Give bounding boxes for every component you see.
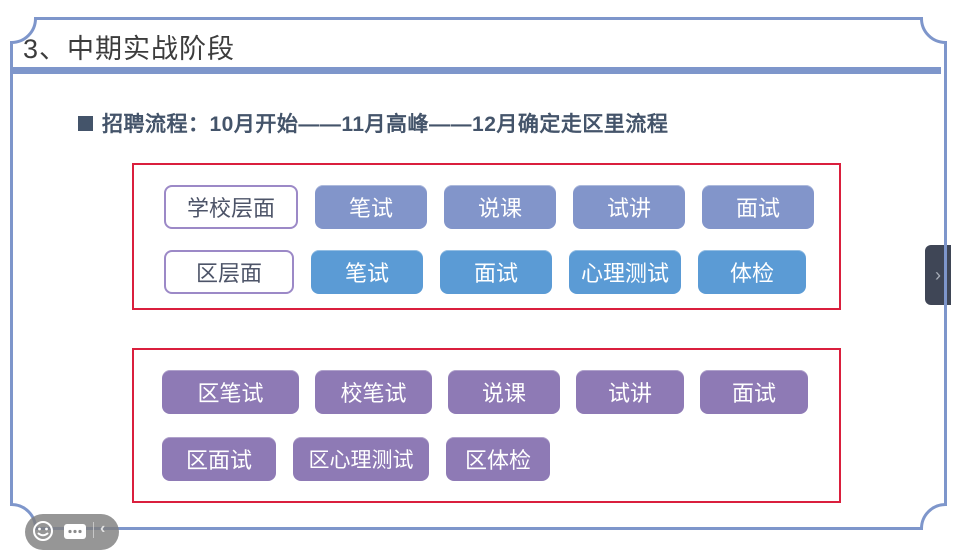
flow-step: 说课 bbox=[444, 185, 556, 229]
toolbar-divider bbox=[93, 522, 94, 538]
school-level-row: 学校层面 笔试 说课 试讲 面试 bbox=[164, 185, 814, 229]
recruitment-flow-heading: 招聘流程：10月开始——11月高峰——12月确定走区里流程 bbox=[78, 108, 668, 138]
flow-step: 试讲 bbox=[576, 370, 684, 414]
flow-step: 区笔试 bbox=[162, 370, 299, 414]
flow-step: 区心理测试 bbox=[293, 437, 429, 481]
district-level-row: 区层面 笔试 面试 心理测试 体检 bbox=[164, 250, 806, 294]
page-title: 3、中期实战阶段 bbox=[23, 34, 236, 64]
flow-step: 面试 bbox=[702, 185, 814, 229]
combined-row-1: 区笔试 校笔试 说课 试讲 面试 bbox=[162, 370, 808, 414]
flow-step: 区面试 bbox=[162, 437, 276, 481]
combined-flow-group: 区笔试 校笔试 说课 试讲 面试 区面试 区心理测试 区体检 bbox=[132, 348, 841, 503]
recruitment-flow-text: 招聘流程：10月开始——11月高峰——12月确定走区里流程 bbox=[102, 113, 669, 136]
flow-step: 面试 bbox=[440, 250, 552, 294]
keyboard-icon[interactable] bbox=[63, 523, 87, 540]
flow-step: 笔试 bbox=[315, 185, 427, 229]
levels-flow-group: 学校层面 笔试 说课 试讲 面试 区层面 笔试 面试 心理测试 体检 bbox=[132, 163, 841, 310]
flow-step: 心理测试 bbox=[569, 250, 681, 294]
flow-step: 体检 bbox=[698, 250, 806, 294]
annotation-toolbar[interactable]: ‹ bbox=[25, 514, 119, 550]
chevron-right-icon: › bbox=[935, 264, 941, 285]
flow-step: 校笔试 bbox=[315, 370, 432, 414]
smiley-face-icon[interactable] bbox=[32, 520, 54, 542]
school-level-label-box: 学校层面 bbox=[164, 185, 298, 229]
flow-step: 说课 bbox=[448, 370, 560, 414]
combined-row-2: 区面试 区心理测试 区体检 bbox=[162, 437, 550, 481]
flow-step: 试讲 bbox=[573, 185, 685, 229]
flow-step: 区体检 bbox=[446, 437, 550, 481]
flow-step: 面试 bbox=[700, 370, 808, 414]
flow-step: 笔试 bbox=[311, 250, 423, 294]
district-level-label-box: 区层面 bbox=[164, 250, 294, 294]
square-bullet-icon bbox=[78, 115, 93, 131]
title-underline bbox=[11, 67, 941, 74]
collapse-chevron-icon[interactable]: ‹ bbox=[100, 520, 106, 537]
side-panel-tab[interactable]: › bbox=[925, 245, 951, 305]
